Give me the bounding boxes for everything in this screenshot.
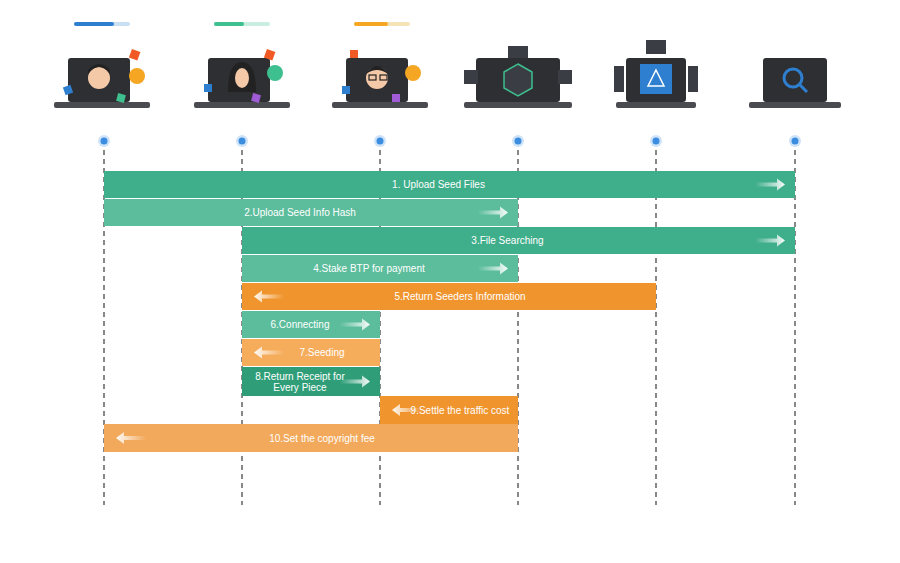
message-label: 1. Upload Seed Files xyxy=(392,179,485,190)
lifeline xyxy=(655,150,656,505)
lifeline-dot xyxy=(101,138,108,145)
arrow-shape xyxy=(340,319,370,331)
message-bar: 3.File Searching xyxy=(242,227,795,254)
lifeline-dot xyxy=(792,138,799,145)
lifeline-dot-halo xyxy=(789,135,801,147)
arrow-shape xyxy=(392,404,422,416)
lifeline-dot-halo xyxy=(374,135,386,147)
lifeline-dot xyxy=(515,138,522,145)
arrow-shape xyxy=(116,432,146,444)
laptop-icon xyxy=(332,22,428,108)
lifeline xyxy=(794,150,795,505)
lifelines xyxy=(98,135,801,505)
message-bar: 9.Settle the traffic cost xyxy=(380,396,518,424)
laptop-icon xyxy=(54,22,150,108)
arrow-shape xyxy=(254,291,284,303)
message-bar: 2.Upload Seed Info Hash xyxy=(104,199,518,226)
arrow-shape xyxy=(755,235,785,247)
message-bar: 4.Stake BTP for payment xyxy=(242,255,518,282)
actor-icons xyxy=(54,22,841,108)
lifeline-dot-halo xyxy=(98,135,110,147)
message-label: 7.Seeding xyxy=(299,347,344,358)
network-icon xyxy=(614,40,698,108)
direction-arrow xyxy=(338,311,374,338)
message-bar: 10.Set the copyright fee xyxy=(104,424,518,452)
arrow-shape xyxy=(478,263,508,275)
arrow-shape xyxy=(478,207,508,219)
server-icon xyxy=(464,46,572,108)
direction-arrow xyxy=(476,199,512,226)
message-label: 6.Connecting xyxy=(271,319,330,330)
message-bar: 7.Seeding xyxy=(242,339,380,366)
message-label: 8.Return Receipt for Every Piece xyxy=(250,371,350,393)
lifeline-dot-halo xyxy=(512,135,524,147)
arrow-shape xyxy=(755,179,785,191)
direction-arrow xyxy=(250,339,286,366)
direction-arrow xyxy=(753,227,789,254)
message-label: 4.Stake BTP for payment xyxy=(313,263,425,274)
lifeline-dot xyxy=(377,138,384,145)
laptop-icon xyxy=(194,22,290,108)
message-bar: 6.Connecting xyxy=(242,311,380,338)
lifeline-dot xyxy=(239,138,246,145)
message-bar: 1. Upload Seed Files xyxy=(104,171,795,198)
lifeline-dot xyxy=(653,138,660,145)
search-icon xyxy=(749,58,841,108)
direction-arrow xyxy=(250,283,286,310)
arrow-shape xyxy=(340,376,370,388)
message-label: 9.Settle the traffic cost xyxy=(411,405,510,416)
message-label: 5.Return Seeders Information xyxy=(394,291,525,302)
message-label: 2.Upload Seed Info Hash xyxy=(244,207,356,218)
direction-arrow xyxy=(476,255,512,282)
direction-arrow xyxy=(112,424,148,452)
direction-arrow xyxy=(753,171,789,198)
message-bar: 8.Return Receipt for Every Piece xyxy=(242,367,380,396)
lifeline-dot-halo xyxy=(650,135,662,147)
message-bar: 5.Return Seeders Information xyxy=(242,283,656,310)
arrow-shape xyxy=(254,347,284,359)
lifeline-dot-halo xyxy=(236,135,248,147)
message-label: 3.File Searching xyxy=(471,235,543,246)
message-label: 10.Set the copyright fee xyxy=(269,433,375,444)
